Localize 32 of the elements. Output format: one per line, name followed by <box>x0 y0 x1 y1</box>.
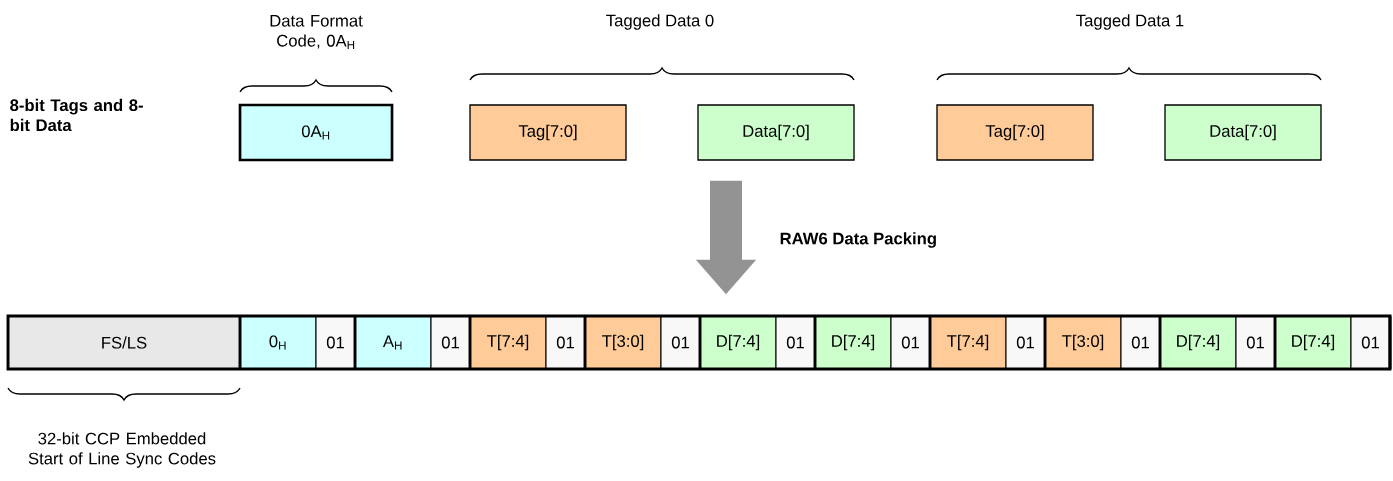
bit-field-cell: 01 <box>1235 315 1276 370</box>
bit-field-cell: 01 <box>315 315 356 370</box>
bit-field-cell: D[7:4] <box>1159 315 1237 370</box>
bit-field-cell: T[7:4] <box>929 315 1007 370</box>
bit-field-cell: 01 <box>660 315 701 370</box>
bit-field-cell: 01 <box>1350 315 1391 370</box>
bit-field-cell: FS/LS <box>7 315 241 370</box>
bit-field-cell: T[3:0] <box>584 315 662 370</box>
bit-field-cell: 01 <box>1005 315 1046 370</box>
brace-label: 32-bit CCP Embedded Start of Line Sync Codes <box>28 432 216 468</box>
bit-field-cell: T[7:4] <box>469 315 547 370</box>
group-heading: Tagged Data 0 <box>606 14 714 30</box>
bit-field-cell: 01 <box>775 315 816 370</box>
arrow-label: RAW6 Data Packing <box>780 232 936 248</box>
bit-field-cell: T[3:0] <box>1044 315 1122 370</box>
bit-field-cell: 01 <box>545 315 586 370</box>
field-box: Data[7:0] <box>697 104 855 161</box>
group-heading: Data Format Code, 0A$_{H}$ <box>270 15 363 49</box>
bit-field-cell: 0$_{H}$ <box>239 315 317 370</box>
bit-field-cell: D[7:4] <box>1274 315 1352 370</box>
bit-field-cell: A$_{H}$ <box>354 315 432 370</box>
row-heading: 8-bit Tags and 8-bit Data <box>10 98 143 132</box>
field-box: Data[7:0] <box>1164 104 1322 161</box>
bit-field-cell: D[7:4] <box>814 315 892 370</box>
group-heading: Tagged Data 1 <box>1076 14 1184 30</box>
field-box: Tag[7:0] <box>936 104 1094 161</box>
field-box: Tag[7:0] <box>469 104 627 161</box>
bit-field-cell: 01 <box>1120 315 1161 370</box>
field-box: 0A$_{H}$ <box>238 103 394 162</box>
bit-field-cell: 01 <box>890 315 931 370</box>
bit-field-cell: D[7:4] <box>699 315 777 370</box>
bit-field-cell: 01 <box>430 315 471 370</box>
